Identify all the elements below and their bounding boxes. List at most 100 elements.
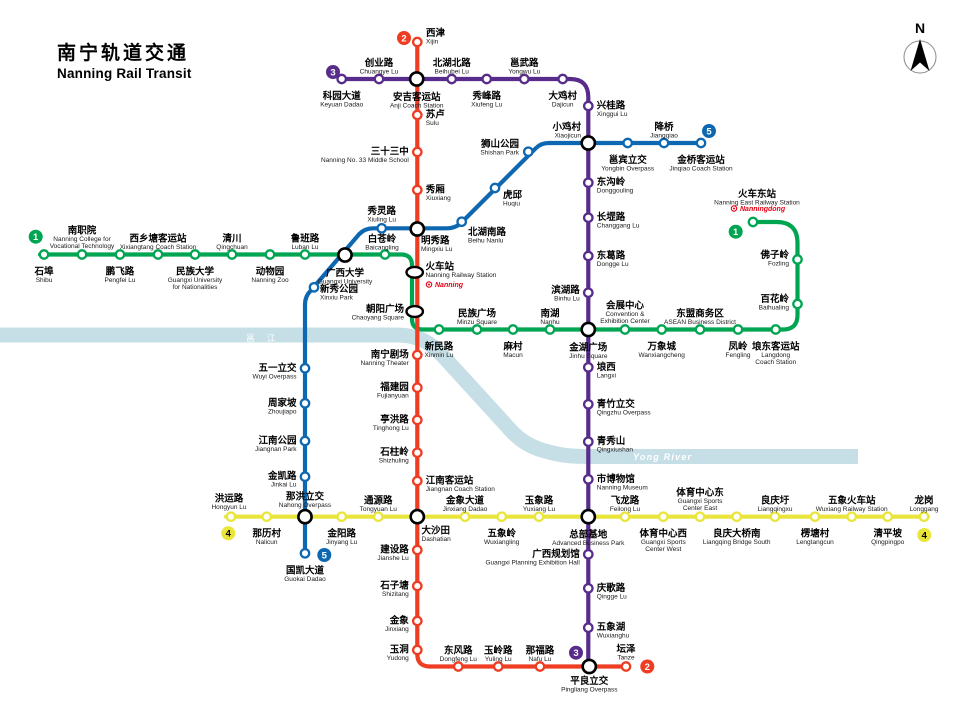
station-marker[interactable]: [809, 511, 821, 523]
station-marker[interactable]: [619, 324, 631, 335]
station-marker[interactable]: [582, 582, 594, 594]
station-marker[interactable]: [747, 216, 759, 228]
station-marker[interactable]: [582, 212, 594, 224]
station-marker[interactable]: [299, 362, 311, 374]
station-marker[interactable]: [411, 580, 423, 592]
station-marker-interchange[interactable]: [409, 508, 426, 525]
station-marker[interactable]: [452, 661, 464, 672]
station-marker[interactable]: [882, 511, 894, 523]
station-marker[interactable]: [411, 475, 423, 487]
station-marker[interactable]: [694, 324, 706, 335]
station-marker[interactable]: [694, 511, 706, 523]
station-marker[interactable]: [299, 397, 311, 409]
station-marker[interactable]: [299, 547, 311, 559]
station-marker[interactable]: [299, 249, 311, 260]
station-marker[interactable]: [299, 471, 311, 483]
station-marker-interchange[interactable]: [580, 508, 597, 525]
station-marker[interactable]: [336, 73, 348, 85]
station-marker[interactable]: [471, 324, 483, 335]
station-marker[interactable]: [456, 216, 468, 228]
station-marker[interactable]: [544, 324, 556, 335]
station-marker[interactable]: [507, 324, 519, 335]
station-marker[interactable]: [264, 249, 276, 260]
station-marker[interactable]: [619, 511, 631, 523]
station-marker[interactable]: [373, 73, 385, 85]
station-marker[interactable]: [411, 146, 423, 158]
station-marker[interactable]: [582, 100, 594, 112]
station-marker[interactable]: [582, 287, 594, 299]
station-marker-interchange[interactable]: [297, 508, 313, 525]
station-marker[interactable]: [658, 137, 670, 149]
station-marker[interactable]: [411, 615, 423, 627]
station-marker[interactable]: [489, 182, 501, 194]
station-marker[interactable]: [152, 249, 164, 260]
station-marker[interactable]: [411, 36, 423, 48]
station-marker[interactable]: [582, 177, 594, 189]
station-marker[interactable]: [622, 137, 634, 149]
station-marker[interactable]: [792, 298, 803, 310]
station-marker[interactable]: [582, 548, 594, 560]
station-marker[interactable]: [695, 137, 707, 149]
station-label-en: Exhibition Center: [600, 318, 650, 325]
station-marker[interactable]: [225, 511, 237, 523]
station-marker[interactable]: [261, 511, 273, 523]
station-marker[interactable]: [582, 436, 594, 448]
station-marker[interactable]: [226, 249, 238, 260]
station-marker-interchange[interactable]: [337, 247, 353, 263]
station-marker[interactable]: [114, 249, 126, 260]
station-marker[interactable]: [582, 398, 594, 410]
station-marker[interactable]: [411, 414, 423, 426]
station-marker[interactable]: [534, 661, 546, 672]
station-marker-interchange[interactable]: [580, 135, 597, 151]
station-marker[interactable]: [189, 249, 201, 260]
station-marker[interactable]: [459, 511, 471, 523]
station-marker-interchange[interactable]: [580, 321, 597, 338]
station-marker[interactable]: [411, 544, 423, 556]
station-marker[interactable]: [411, 644, 423, 656]
station-marker[interactable]: [657, 511, 669, 523]
station-marker-interchange[interactable]: [408, 71, 425, 87]
station-marker[interactable]: [731, 511, 743, 523]
station-marker[interactable]: [522, 146, 534, 158]
station-marker[interactable]: [582, 622, 594, 634]
station-marker[interactable]: [336, 511, 348, 523]
station-marker[interactable]: [492, 661, 504, 672]
station-label-zh: 凤岭: [728, 341, 748, 353]
station-marker[interactable]: [308, 281, 320, 293]
station-marker[interactable]: [582, 473, 594, 485]
station-label-zh: 体育中心西: [640, 528, 688, 540]
station-marker[interactable]: [38, 249, 50, 260]
station-marker[interactable]: [518, 73, 530, 85]
station-marker[interactable]: [372, 511, 384, 523]
station-marker[interactable]: [376, 222, 388, 234]
station-marker[interactable]: [770, 324, 782, 335]
station-marker[interactable]: [411, 382, 423, 394]
station-marker[interactable]: [732, 324, 744, 335]
station-marker[interactable]: [411, 109, 423, 121]
station-marker[interactable]: [557, 73, 569, 85]
station-marker[interactable]: [379, 249, 391, 260]
station-marker[interactable]: [299, 435, 311, 447]
station-marker[interactable]: [433, 324, 445, 335]
station-marker[interactable]: [411, 184, 423, 196]
station-marker-interchange[interactable]: [405, 265, 425, 279]
station-marker[interactable]: [533, 511, 545, 523]
station-marker[interactable]: [656, 324, 668, 335]
station-marker[interactable]: [582, 250, 594, 262]
station-marker[interactable]: [769, 511, 781, 523]
station-marker[interactable]: [792, 254, 803, 265]
station-marker[interactable]: [481, 73, 493, 85]
station-marker-interchange[interactable]: [405, 304, 425, 319]
station-marker[interactable]: [496, 511, 508, 523]
station-marker[interactable]: [582, 361, 594, 373]
station-marker[interactable]: [76, 249, 88, 260]
station-marker-interchange[interactable]: [581, 658, 598, 675]
station-marker[interactable]: [918, 511, 930, 523]
station-marker[interactable]: [411, 447, 423, 459]
station-label-zh: 安吉客运站: [393, 91, 441, 103]
station-marker[interactable]: [411, 349, 423, 361]
station-marker[interactable]: [620, 661, 632, 672]
station-marker[interactable]: [446, 73, 458, 85]
station-marker-interchange[interactable]: [409, 221, 426, 237]
station-marker[interactable]: [846, 511, 858, 523]
